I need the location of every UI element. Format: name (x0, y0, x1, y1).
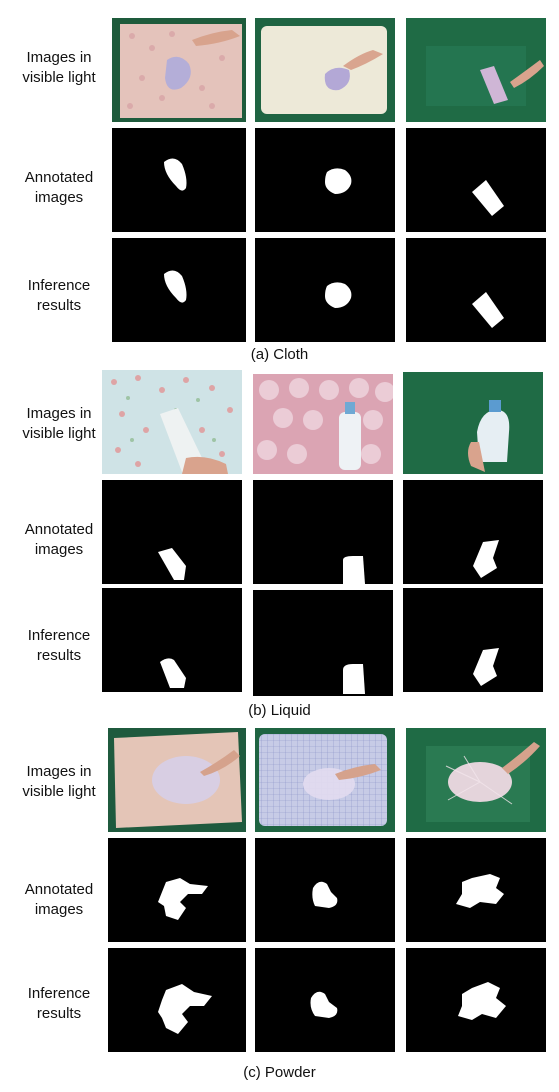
liquid-annotated-3 (403, 480, 543, 584)
powder-photo-1 (108, 728, 246, 832)
powder-inference-3 (406, 948, 546, 1052)
row-label-annotated: Annotated images (24, 881, 94, 918)
cloth-inference-1 (112, 238, 246, 342)
powder-inference-1 (108, 948, 246, 1052)
cloth-inference-2 (255, 238, 395, 342)
liquid-photo-1 (102, 370, 242, 474)
cloth-photo-3 (406, 18, 546, 122)
liquid-inference-3 (403, 588, 543, 692)
row-label-annotated: Annotated images (24, 169, 94, 206)
cloth-annotated-3 (406, 128, 546, 232)
powder-photo-3 (406, 728, 546, 832)
caption-cloth: (a) Cloth (250, 346, 309, 363)
liquid-photo-3 (403, 372, 543, 474)
cloth-photo-1 (112, 18, 246, 122)
caption-powder: (c) Powder (243, 1064, 316, 1081)
row-label-inference: Inference results (27, 985, 91, 1022)
cloth-annotated-2 (255, 128, 395, 232)
liquid-annotated-1 (102, 480, 242, 584)
cloth-inference-3 (406, 238, 546, 342)
powder-annotated-3 (406, 838, 546, 942)
powder-inference-2 (255, 948, 395, 1052)
row-label-visible-light: Images in visible light (22, 405, 96, 442)
cloth-annotated-1 (112, 128, 246, 232)
liquid-annotated-2 (253, 480, 393, 584)
caption-liquid: (b) Liquid (248, 702, 311, 719)
row-label-visible-light: Images in visible light (22, 49, 96, 86)
row-label-inference: Inference results (27, 627, 91, 664)
powder-photo-2 (255, 728, 395, 832)
row-label-visible-light: Images in visible light (22, 763, 96, 800)
liquid-inference-1 (102, 588, 242, 692)
row-label-inference: Inference results (27, 277, 91, 314)
liquid-photo-2 (253, 374, 393, 474)
powder-annotated-1 (108, 838, 246, 942)
row-label-annotated: Annotated images (24, 521, 94, 558)
cloth-photo-2 (255, 18, 395, 122)
powder-annotated-2 (255, 838, 395, 942)
liquid-inference-2 (253, 590, 393, 696)
